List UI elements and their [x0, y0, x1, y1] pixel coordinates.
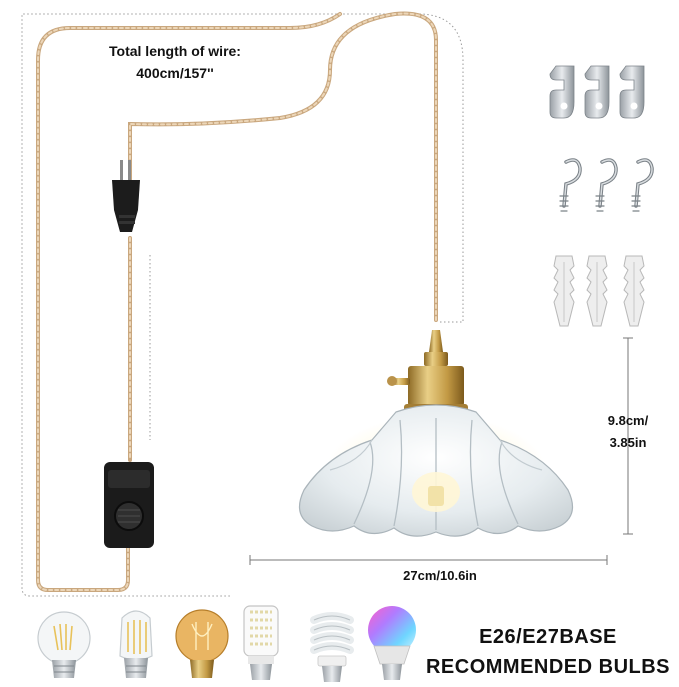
plug-icon — [112, 160, 140, 232]
glass-lamp-shade — [298, 404, 574, 537]
height-dimension-line2: 3.85in — [609, 435, 647, 450]
height-dimension-line — [623, 337, 633, 535]
width-dimension-line — [249, 555, 608, 565]
screw-hook-icons — [559, 158, 654, 212]
filament-globe-bulb-icon — [37, 611, 91, 678]
wire-length-title: Total length of wire: — [109, 43, 241, 59]
led-corn-bulb-icon — [243, 605, 279, 680]
width-dimension-label: 27cm/10.6in — [403, 568, 477, 583]
filament-tubular-bulb-icon — [119, 610, 153, 678]
brass-socket — [387, 330, 468, 412]
recommended-bulbs-label: RECOMMENDED BULBS — [425, 656, 671, 678]
height-dimension-label: 9.8cm/ 3.85in — [583, 410, 673, 454]
wire-length-label: Total length of wire: 400cm/157'' — [60, 40, 290, 84]
ceiling-hook-plate-icons — [549, 65, 645, 119]
dimmer-switch-icon — [104, 462, 154, 548]
bulb-base-label: E26/E27BASE — [479, 626, 617, 648]
height-dimension-line1: 9.8cm/ — [607, 413, 649, 428]
wall-anchor-icons — [553, 255, 645, 327]
wire-length-value: 400cm/157'' — [136, 65, 214, 81]
braided-cord — [36, 11, 438, 592]
rgb-smart-bulb-icon — [368, 606, 416, 680]
wire-length-guide — [21, 13, 464, 597]
amber-vintage-bulb-icon — [175, 609, 229, 678]
recommended-bulbs-caption: E26/E27BASE RECOMMENDED BULBS — [418, 622, 678, 682]
spiral-cfl-bulb-icon — [310, 612, 354, 682]
